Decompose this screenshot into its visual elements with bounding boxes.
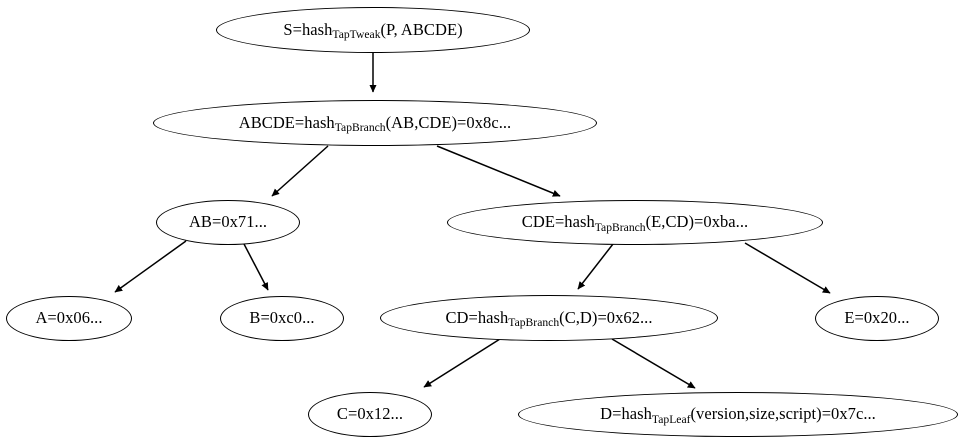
node-cde-label: CDE=hashTapBranch(E,CD)=0xba... bbox=[521, 212, 749, 234]
edge-cde-to-cd bbox=[577, 243, 614, 290]
node-cd-label: CD=hashTapBranch(C,D)=0x62... bbox=[445, 307, 653, 330]
edge-cd-to-d bbox=[611, 338, 696, 389]
node-cde[interactable]: CDE=hashTapBranch(E,CD)=0xba... bbox=[447, 200, 823, 245]
node-ab[interactable]: AB=0x71... bbox=[156, 200, 300, 245]
edge-abcde-to-ab bbox=[271, 145, 329, 197]
node-a-label: A=0x06... bbox=[35, 308, 103, 328]
node-d[interactable]: D=hashTapLeaf(version,size,script)=0x7c.… bbox=[518, 392, 958, 437]
node-s-label: S=hashTapTweak(P, ABCDE) bbox=[283, 19, 463, 42]
node-ab-label: AB=0x71... bbox=[188, 212, 268, 232]
node-a[interactable]: A=0x06... bbox=[6, 296, 132, 341]
node-e-label: E=0x20... bbox=[844, 308, 910, 328]
edge-cde-to-e bbox=[744, 242, 831, 294]
edge-abcde-to-cde bbox=[436, 145, 561, 197]
node-abcde-label: ABCDE=hashTapBranch(AB,CDE)=0x8c... bbox=[238, 112, 512, 135]
node-cd[interactable]: CD=hashTapBranch(C,D)=0x62... bbox=[380, 295, 718, 341]
node-abcde[interactable]: ABCDE=hashTapBranch(AB,CDE)=0x8c... bbox=[153, 100, 597, 146]
node-c-label: C=0x12... bbox=[336, 404, 404, 424]
node-s[interactable]: S=hashTapTweak(P, ABCDE) bbox=[216, 7, 530, 53]
node-b-label: B=0xc0... bbox=[249, 308, 315, 328]
node-c[interactable]: C=0x12... bbox=[308, 392, 432, 437]
node-e[interactable]: E=0x20... bbox=[815, 296, 939, 341]
node-b[interactable]: B=0xc0... bbox=[220, 296, 344, 341]
node-d-label: D=hashTapLeaf(version,size,script)=0x7c.… bbox=[600, 404, 876, 426]
edge-cd-to-c bbox=[423, 338, 501, 388]
edge-ab-to-b bbox=[243, 243, 269, 291]
edge-ab-to-a bbox=[114, 240, 187, 293]
